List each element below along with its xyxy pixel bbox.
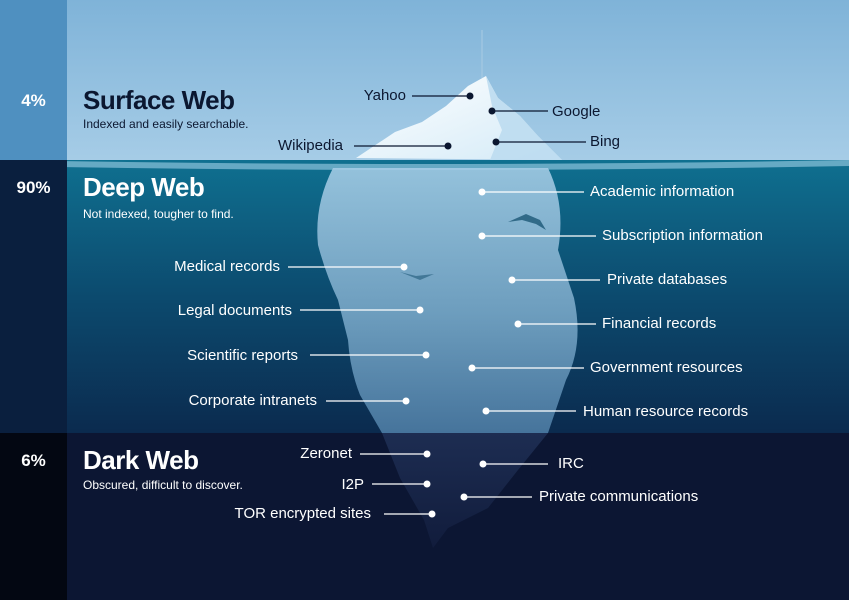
label-zeronet: Zeronet: [300, 445, 352, 462]
surface-subtitle: Indexed and easily searchable.: [83, 117, 249, 131]
label-human-resource: Human resource records: [583, 403, 749, 420]
dark-title: Dark Web: [83, 445, 199, 475]
label-irc: IRC: [558, 455, 584, 472]
label-legal: Legal documents: [177, 302, 292, 319]
surface-percent: 4%: [21, 91, 46, 110]
iceberg-crevice: [400, 272, 434, 280]
label-google: Google: [552, 103, 601, 120]
deep-subtitle: Not indexed, tougher to find.: [83, 207, 234, 221]
label-bing: Bing: [590, 133, 621, 150]
deep-percent: 90%: [16, 178, 51, 197]
iceberg-crevice: [508, 214, 546, 230]
side-bar-dark: [0, 433, 67, 600]
label-subscription: Subscription information: [602, 227, 763, 244]
label-government: Government resources: [590, 359, 743, 376]
side-bar-deep: [0, 160, 67, 433]
label-yahoo: Yahoo: [363, 87, 406, 104]
leader-lines: [288, 95, 600, 515]
label-private-databases: Private databases: [607, 271, 728, 288]
label-i2p: I2P: [341, 476, 364, 493]
iceberg-dark-tip: [382, 433, 548, 548]
label-medical: Medical records: [174, 258, 280, 275]
dark-subtitle: Obscured, difficult to discover.: [83, 478, 243, 492]
side-bar-surface: [0, 0, 67, 160]
deep-title: Deep Web: [83, 172, 205, 202]
label-wikipedia: Wikipedia: [277, 137, 343, 154]
iceberg-underwater: [317, 168, 578, 433]
label-financial: Financial records: [602, 315, 717, 332]
leader-dots: [400, 92, 522, 518]
dark-percent: 6%: [21, 451, 46, 470]
label-corporate: Corporate intranets: [188, 392, 317, 409]
label-scientific: Scientific reports: [187, 347, 298, 364]
label-academic: Academic information: [590, 183, 735, 200]
water-line: [0, 160, 849, 170]
label-tor: TOR encrypted sites: [234, 505, 371, 522]
label-private-communications: Private communications: [539, 488, 699, 505]
surface-title: Surface Web: [83, 85, 235, 115]
iceberg-tip-shadow: [486, 76, 562, 160]
